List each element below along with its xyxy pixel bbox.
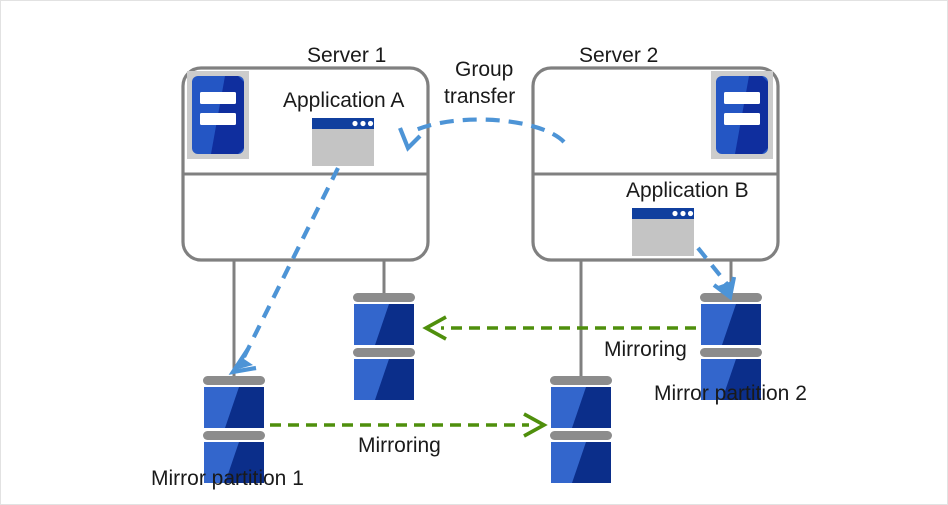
mirror-partition-1-label: Mirror partition 1 bbox=[151, 467, 304, 490]
server-rack-icon bbox=[711, 71, 773, 159]
mirroring-arrow-upper bbox=[422, 315, 696, 341]
group-transfer-label-line1: Group bbox=[455, 58, 514, 81]
disk-stack-icon bbox=[550, 376, 612, 483]
group-transfer-label-line2: transfer bbox=[444, 85, 516, 108]
app-b-to-partition2-arrow bbox=[696, 246, 737, 301]
application-window-icon bbox=[312, 118, 374, 166]
server1-title: Server 1 bbox=[307, 44, 387, 67]
application-a-label: Application A bbox=[283, 89, 405, 112]
disk-stack-icon bbox=[353, 293, 415, 400]
mirroring-arrow-bottom bbox=[270, 412, 548, 438]
mirroring-label-right: Mirroring bbox=[604, 338, 687, 361]
server-rack-icon bbox=[187, 71, 249, 159]
group-transfer-arrow bbox=[398, 117, 566, 152]
mirroring-label-bottom: Mirroring bbox=[358, 434, 441, 457]
app-a-to-partition1-arrow bbox=[228, 167, 340, 375]
mirror-partition-2-label: Mirror partition 2 bbox=[654, 382, 807, 405]
connector-lines bbox=[232, 260, 733, 379]
application-window-icon bbox=[632, 208, 694, 256]
application-b-label: Application B bbox=[626, 179, 749, 202]
server2-title: Server 2 bbox=[579, 44, 659, 67]
